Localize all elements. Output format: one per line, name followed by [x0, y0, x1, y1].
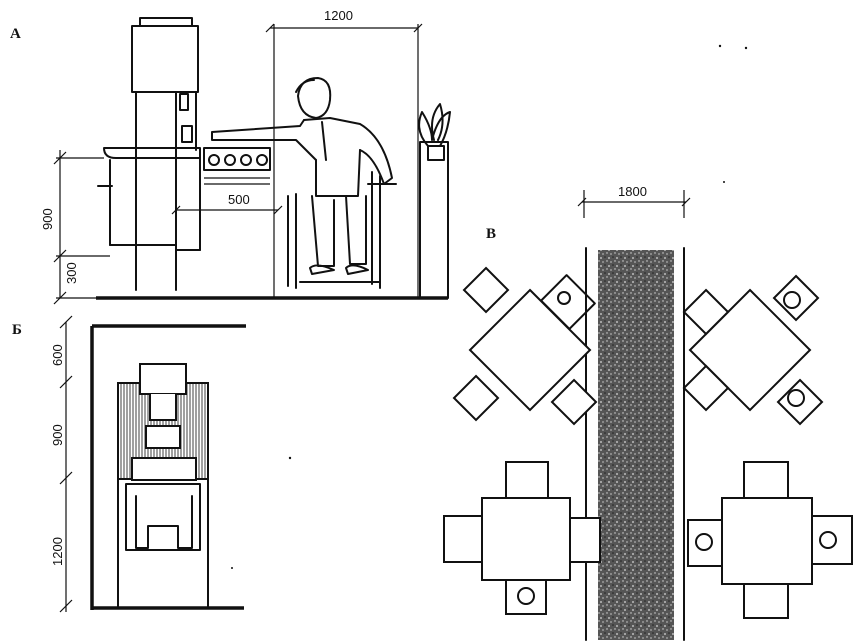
table-diamond-left: [452, 266, 598, 426]
wheelchair-icon: [687, 519, 723, 567]
knob-icon: [224, 154, 236, 166]
machine-plan: [139, 363, 187, 395]
panel-b-plan: Б 600 900 1200: [12, 315, 246, 613]
panel-a-label: А: [10, 26, 21, 42]
aisle-carpet: [598, 250, 674, 640]
dim-1200-label: 1200: [324, 8, 353, 23]
dim-1200-b-label: 1200: [50, 537, 65, 566]
person-icon: [819, 531, 837, 549]
panel-v-plan: В 1800: [231, 44, 853, 641]
panel-v-label: В: [486, 226, 496, 242]
dim-300-label: 300: [64, 262, 79, 284]
cup: [181, 125, 193, 143]
knob-icon: [208, 154, 220, 166]
plant-stand: [418, 103, 451, 299]
wheelchair-icon: [540, 274, 596, 330]
panel-b-label: Б: [12, 322, 22, 338]
knob-icon: [240, 154, 252, 166]
person-icon: [695, 533, 713, 551]
dispenser-nozzle: [179, 93, 189, 111]
machine-cap: [139, 17, 193, 27]
vending-machine-top: [131, 25, 199, 93]
dim-500-label: 500: [228, 192, 250, 207]
wheelchair-user-side: [211, 77, 397, 289]
table-square-left: [443, 461, 601, 615]
person-icon: [787, 389, 805, 407]
person-icon: [783, 291, 801, 309]
knob-icon: [256, 154, 268, 166]
table-diamond-right: [682, 274, 824, 426]
panel-a-elevation: А 900 300: [10, 8, 451, 305]
counter-top: [103, 147, 201, 159]
dim-1800-label: 1800: [618, 184, 647, 199]
dim-900-b-label: 900: [50, 424, 65, 446]
table-square-right: [687, 461, 853, 619]
control-panel: [203, 147, 271, 171]
person-icon: [517, 587, 535, 605]
dim-900-label: 900: [40, 208, 55, 230]
dim-600-label: 600: [50, 344, 65, 366]
